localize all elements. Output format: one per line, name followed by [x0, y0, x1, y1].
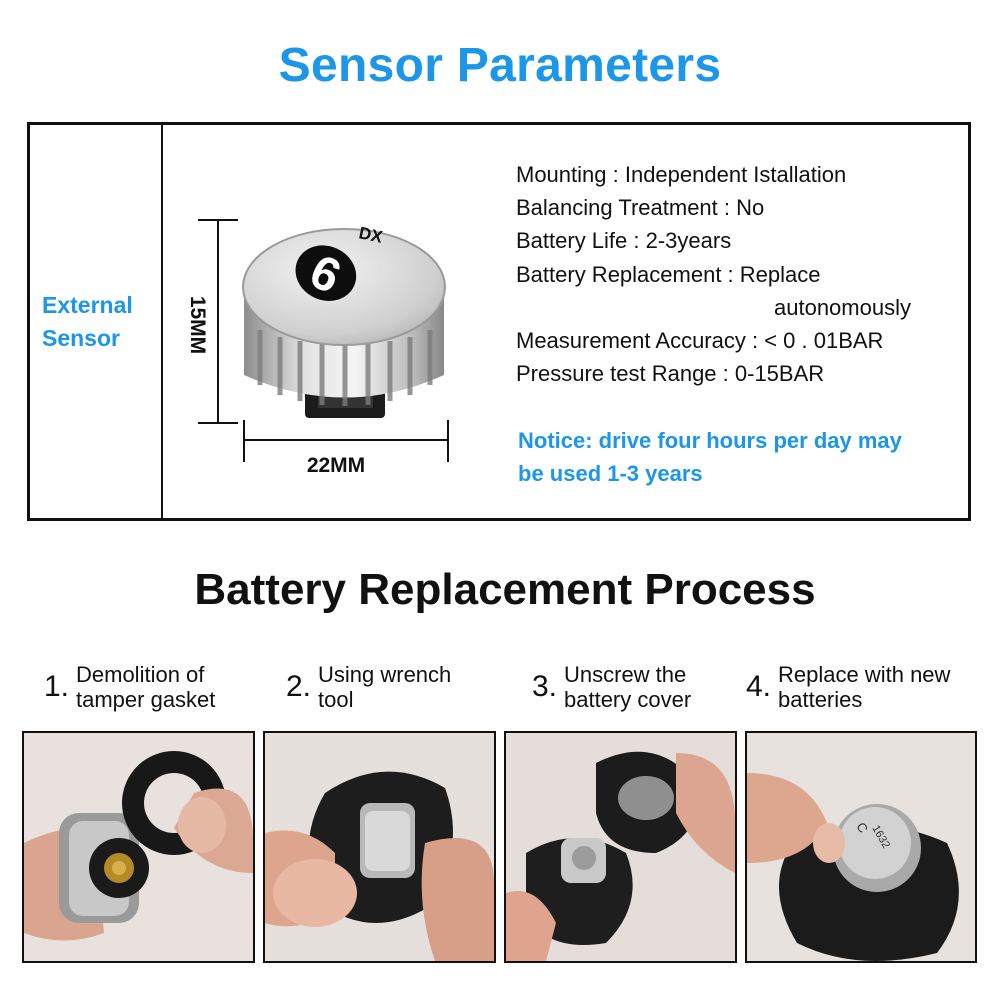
notice-line-1: Notice: drive four hours per day may — [518, 428, 902, 453]
dim-height-line — [217, 219, 219, 424]
spec-pressure-range: Pressure test Range : 0-15BAR — [516, 361, 825, 387]
step-1: 1. Demolition of tamper gasket — [44, 660, 254, 720]
step-3-text: Unscrew the battery cover — [564, 662, 691, 712]
step-2: 2. Using wrench tool — [286, 660, 496, 720]
step-3: 3. Unscrew the battery cover — [532, 660, 742, 720]
spec-accuracy: Measurement Accuracy : < 0 . 01BAR — [516, 328, 884, 354]
step-4-text: Replace with new batteries — [778, 662, 950, 712]
step-4-line-1: Replace with new — [778, 662, 951, 687]
side-label-line-1: External — [42, 292, 133, 318]
spec-battery-life: Battery Life : 2-3years — [516, 228, 732, 254]
page-title: Sensor Parameters — [278, 39, 722, 92]
spec-mounting: Mounting : Independent Istallation — [516, 162, 847, 187]
step-3-line-2: battery cover — [564, 687, 692, 712]
step-1-line-1: Demolition of — [76, 662, 205, 687]
dim-width-line — [243, 439, 449, 441]
step-1-number: 1. — [44, 670, 70, 703]
spec-battery-replacement-cont: autonomously — [774, 294, 911, 320]
spec-battery-replacement: Battery Replacement : Replace — [516, 261, 821, 287]
step-4-number: 4. — [746, 670, 772, 703]
step-3-photo — [504, 731, 737, 963]
step-3-number: 3. — [532, 670, 558, 703]
step-1-line-2: tamper gasket — [76, 687, 216, 712]
side-label: External Sensor — [42, 289, 133, 355]
sensor-cap-image: DX 6 — [242, 223, 446, 418]
spec-list: Mounting : Independent Istallation Balan… — [516, 158, 911, 390]
step-2-photo — [263, 731, 496, 963]
step-4-line-2: batteries — [778, 687, 863, 712]
width-dimension-label: 22MM — [306, 454, 366, 477]
process-title: Battery Replacement Process — [194, 565, 816, 614]
table-divider — [161, 125, 163, 518]
step-1-text: Demolition of tamper gasket — [76, 662, 215, 712]
step-2-text: Using wrench tool — [318, 662, 451, 712]
step-2-number: 2. — [286, 670, 312, 703]
parameter-table: External Sensor — [27, 122, 971, 521]
step-2-line-2: tool — [318, 687, 354, 712]
dim-width-cap-left — [243, 420, 245, 462]
spec-balancing: Balancing Treatment : No — [516, 195, 765, 221]
step-3-line-1: Unscrew the — [564, 662, 687, 687]
cap-text-top: DX — [357, 223, 385, 247]
height-dimension-label: 15MM — [186, 295, 209, 355]
step-2-line-1: Using wrench — [318, 662, 452, 687]
side-label-line-2: Sensor — [42, 325, 120, 351]
step-4-photo: C 1632 — [745, 731, 977, 963]
step-4: 4. Replace with new batteries — [746, 660, 986, 720]
dim-width-cap-right — [447, 420, 449, 462]
step-1-photo — [22, 731, 255, 963]
notice-line-2: be used 1-3 years — [518, 461, 703, 486]
notice-text: Notice: drive four hours per day may be … — [518, 424, 968, 490]
